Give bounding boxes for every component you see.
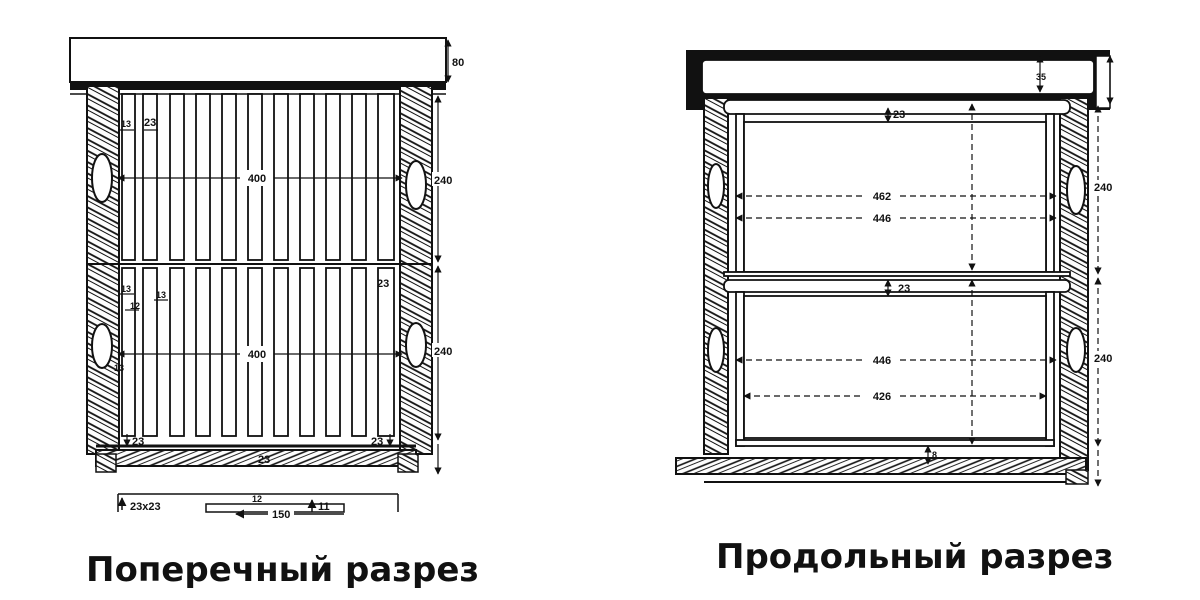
inner-length-lower-label: 426 (873, 391, 891, 403)
frame-length-upper-label: 446 (873, 213, 891, 225)
slot-12-label: 12 (130, 301, 140, 311)
right-wall (399, 85, 433, 455)
slot-13-c-label: 13 (114, 363, 124, 373)
lower-frame (723, 279, 1071, 447)
slot-13-upper-label: 13 (121, 119, 131, 129)
slot-13-a-label: 13 (121, 284, 131, 294)
bottom-gap-label: 8 (932, 450, 937, 460)
frame-width-lower-label: 400 (248, 349, 266, 361)
cross-section-caption: Поперечный разрез (86, 550, 480, 590)
body-height-upper-label: 240 (1094, 182, 1112, 194)
longitudinal-section-caption: Продольный разрез (716, 537, 1114, 577)
side-23-label: 23 (377, 278, 389, 290)
detail-12-label: 12 (252, 494, 262, 504)
slot-13-b-label: 13 (156, 290, 166, 300)
lower-frames (121, 267, 395, 437)
upper-frame (723, 99, 1071, 277)
left-wall (86, 85, 120, 455)
bar-width-label: 23 (144, 117, 156, 129)
roof-board (69, 37, 447, 83)
cross-section-drawing: 80 400 400 240 240 23 13 13 12 13 13 23 … (69, 37, 464, 521)
body-height-lower-label: 240 (434, 346, 452, 358)
roof-gap-label: 35 (1036, 72, 1046, 82)
body-height-upper-label: 240 (434, 175, 452, 187)
bottom-board (95, 449, 417, 467)
frame-length-lower-label: 446 (873, 355, 891, 367)
frame-width-upper-label: 400 (248, 173, 266, 185)
bottom-board (675, 457, 1087, 475)
detail-section-label: 23x23 (130, 501, 161, 513)
mid-bar-label: 23 (898, 283, 910, 295)
bottom-23-right-label: 23 (371, 436, 383, 448)
upper-frames (121, 93, 395, 261)
bottom-center-label: 23 (258, 454, 270, 466)
body-height-lower-label: 240 (1094, 353, 1112, 365)
inner-length-upper-label: 462 (873, 191, 891, 203)
top-bar-label: 23 (893, 109, 905, 121)
detail-11-label: 11 (318, 501, 330, 513)
roof-height-label: 80 (452, 57, 464, 69)
bottom-23-left-label: 23 (132, 436, 144, 448)
detail-150-label: 150 (272, 509, 290, 521)
longitudinal-section-drawing: 35 23 462 446 23 446 426 240 240 8 (675, 50, 1116, 487)
